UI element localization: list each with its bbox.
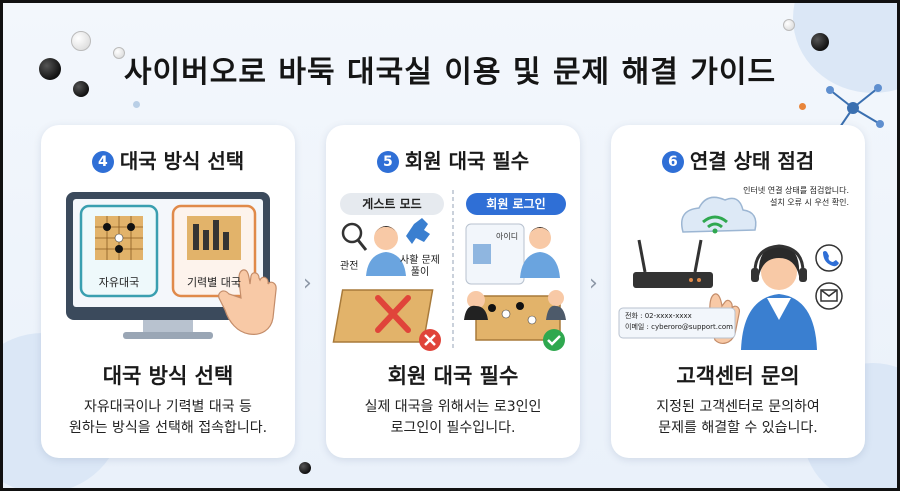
white-stone-icon	[113, 47, 125, 59]
card-description: 실제 대국을 위해서는 로3인인 로그인이 필수입니다.	[336, 397, 570, 439]
step-number-badge: 6	[661, 151, 684, 173]
card-description: 자유대국이나 기력별 대국 등 원하는 방식을 선택해 접속합니다.	[51, 397, 285, 439]
card-description: 지정된 고객센터로 문의하여 문제를 해결할 수 있습니다.	[621, 397, 855, 439]
card-heading-text: 회원 대국 필수	[404, 149, 530, 173]
id-card-label: 아이디	[496, 232, 519, 241]
guest-item-watch: 관전	[340, 261, 359, 272]
guest-item-puzzle-line: 사활 문제	[400, 255, 440, 266]
contact-phone: 전화 : 02-xxxx-xxxx	[625, 312, 692, 320]
chevron-right-icon: ›	[589, 271, 598, 296]
step-number-badge: 5	[376, 151, 399, 173]
page-title: 사이버오로 바둑 대국실 이용 및 문제 해결 가이드	[123, 55, 777, 90]
contact-email: 이메일 : cyberoro@support.com	[625, 323, 733, 331]
notice-line: 설치 오류 시 우선 확인.	[770, 198, 849, 207]
black-stone-icon	[73, 81, 89, 97]
card-heading-text: 대국 방식 선택	[119, 149, 245, 173]
option-rank-game-label: 기력별 대국	[186, 276, 242, 289]
black-stone-icon	[299, 462, 311, 474]
card-subtitle: 회원 대국 필수	[387, 364, 519, 388]
member-illustration	[332, 190, 566, 351]
black-stone-icon	[39, 58, 61, 80]
white-stone-icon	[71, 31, 91, 51]
description-line: 자유대국이나 기력별 대국 등	[84, 399, 252, 415]
card-heading-text: 연결 상태 점검	[689, 149, 815, 173]
black-stone-icon	[811, 33, 829, 51]
member-login-label: 회원 로그인	[466, 193, 566, 215]
decor-dot	[133, 101, 140, 108]
guest-item-puzzle-line: 풀이	[410, 267, 430, 278]
monitor-illustration	[66, 192, 277, 339]
option-free-game-label: 자유대국	[98, 276, 140, 289]
guest-item-puzzle: 사활 문제 풀이	[400, 255, 440, 279]
card-subtitle: 대국 방식 선택	[102, 364, 234, 388]
check-notice-bubble: 인터넷 연결 상태를 점검합니다. 설치 오류 시 우선 확인.	[743, 185, 849, 209]
guest-mode-label: 게스트 모드	[340, 193, 444, 215]
support-illustration	[618, 196, 843, 350]
description-line: 실제 대국을 위해서는 로3인인	[364, 399, 542, 415]
decor-dot	[799, 103, 806, 110]
description-line: 원하는 방식을 선택해 접속합니다.	[68, 420, 268, 436]
contact-info: 전화 : 02-xxxx-xxxx 이메일 : cyberoro@support…	[625, 311, 733, 333]
white-stone-icon	[783, 19, 795, 31]
card-subtitle: 고객센터 문의	[676, 364, 800, 388]
notice-line: 인터넷 연결 상태를 점검합니다.	[743, 186, 849, 195]
description-line: 지정된 고객센터로 문의하여	[656, 399, 820, 415]
description-line: 로그인이 필수입니다.	[390, 420, 516, 436]
description-line: 문제를 해결할 수 있습니다.	[658, 420, 818, 436]
chevron-right-icon: ›	[303, 271, 312, 296]
step-number-badge: 4	[91, 151, 114, 173]
